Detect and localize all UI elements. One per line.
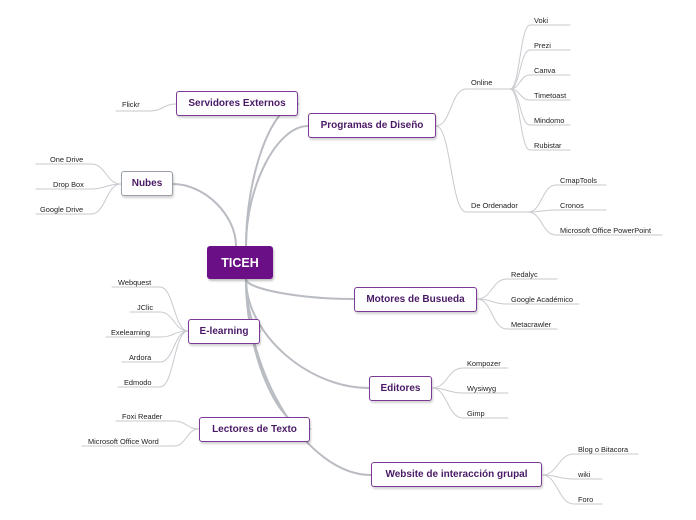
leaf-mindomo[interactable]: Mindomo [534,116,565,125]
line-editores-0 [431,367,509,389]
leaf-timetoast[interactable]: Timetoast [534,91,567,100]
leaf-metacrawler[interactable]: Metacrawler [511,320,552,329]
topic-website-interaccion-grupal[interactable]: Website de interacción grupal [371,462,542,487]
leaf-canva[interactable]: Canva [534,66,556,75]
topic-servidores-externos[interactable]: Servidores Externos [176,91,298,116]
leaf-google-drive[interactable]: Google Drive [40,205,84,214]
leaf-webquest[interactable]: Webquest [118,278,152,287]
line-online-3 [509,88,571,101]
topic-nubes[interactable]: Nubes [121,171,173,196]
leaf-wiki[interactable]: wiki [578,470,591,479]
connector-servidores [245,103,299,247]
line-webquest [111,286,189,332]
line-online-2 [509,74,571,90]
connector-programas [245,125,309,247]
line-website-2 [541,474,603,505]
topic-e-learning[interactable]: E-learning [188,319,260,344]
line-foxi-reader [115,420,200,430]
connector-motores [245,278,355,300]
leaf-redalyc[interactable]: Redalyc [511,270,538,279]
leaf-exelearning[interactable]: Exelearning [111,328,151,337]
line-google-drive [35,183,122,215]
line-edmodo [117,330,189,388]
connector-nubes [172,183,237,247]
line-website-0 [541,453,639,476]
topic-motores-de-busueda[interactable]: Motores de Busueda [354,287,477,312]
line-motores-1 [476,298,580,305]
leaf-wysiwyg[interactable]: Wysiwyg [467,384,497,393]
leaf-microsoft-office-powerpoint[interactable]: Microsoft Office PowerPoint [560,226,652,235]
connector-editores [245,278,370,389]
line-online-1 [509,49,571,90]
line-online-0 [509,24,571,90]
leaf-microsoft-office-word[interactable]: Microsoft Office Word [88,437,159,446]
leaf-cronos[interactable]: Cronos [560,201,584,210]
leaf-prezi[interactable]: Prezi [534,41,551,50]
leaf-jclic[interactable]: JClic [137,303,154,312]
line-one-drive [35,163,122,185]
leaf-cmaptools[interactable]: CmapTools [560,176,597,185]
line-motores-0 [476,278,558,300]
leaf-blog-o-bitacora[interactable]: Blog o Bitacora [578,445,629,454]
leaf-gimp[interactable]: Gimp [467,409,485,418]
line-drop-box [35,183,122,190]
topic-editores[interactable]: Editores [369,376,432,401]
group-online[interactable]: Online [471,78,493,87]
line-online-5 [509,88,571,151]
central-topic-ticeh[interactable]: TICEH [207,246,273,279]
line-website-1 [541,474,603,480]
topic-programas-de-diseno[interactable]: Programas de Diseño [308,113,436,138]
line-editores-2 [431,387,509,419]
line-flickr [115,103,177,112]
leaf-foro[interactable]: Foro [578,495,594,504]
line-ordenador-2 [527,211,663,236]
line-editores-1 [431,387,509,394]
leaf-ardora[interactable]: Ardora [129,353,152,362]
line-motores-2 [476,298,558,330]
leaf-foxi-reader[interactable]: Foxi Reader [122,412,163,421]
leaf-one-drive[interactable]: One Drive [50,155,84,164]
leaf-kompozer[interactable]: Kompozer [467,359,501,368]
leaf-drop-box[interactable]: Drop Box [53,180,84,189]
line-online [435,88,511,127]
line-ms-word [81,428,200,447]
topic-lectores-de-texto[interactable]: Lectores de Texto [199,417,310,442]
leaf-rubistar[interactable]: Rubistar [534,141,562,150]
leaf-flickr[interactable]: Flickr [122,100,140,109]
connector-lectores [245,278,311,430]
leaf-edmodo[interactable]: Edmodo [124,378,152,387]
line-jclic [129,311,189,332]
line-ordenador-1 [527,209,607,213]
line-de-ordenador [435,125,529,213]
leaf-google-academico[interactable]: Google Académico [511,295,574,304]
line-ordenador-0 [527,184,607,213]
line-exelearning [105,330,189,338]
group-de-ordenador[interactable]: De Ordenador [471,201,518,210]
connector-website [245,278,372,476]
leaf-voki[interactable]: Voki [534,16,548,25]
